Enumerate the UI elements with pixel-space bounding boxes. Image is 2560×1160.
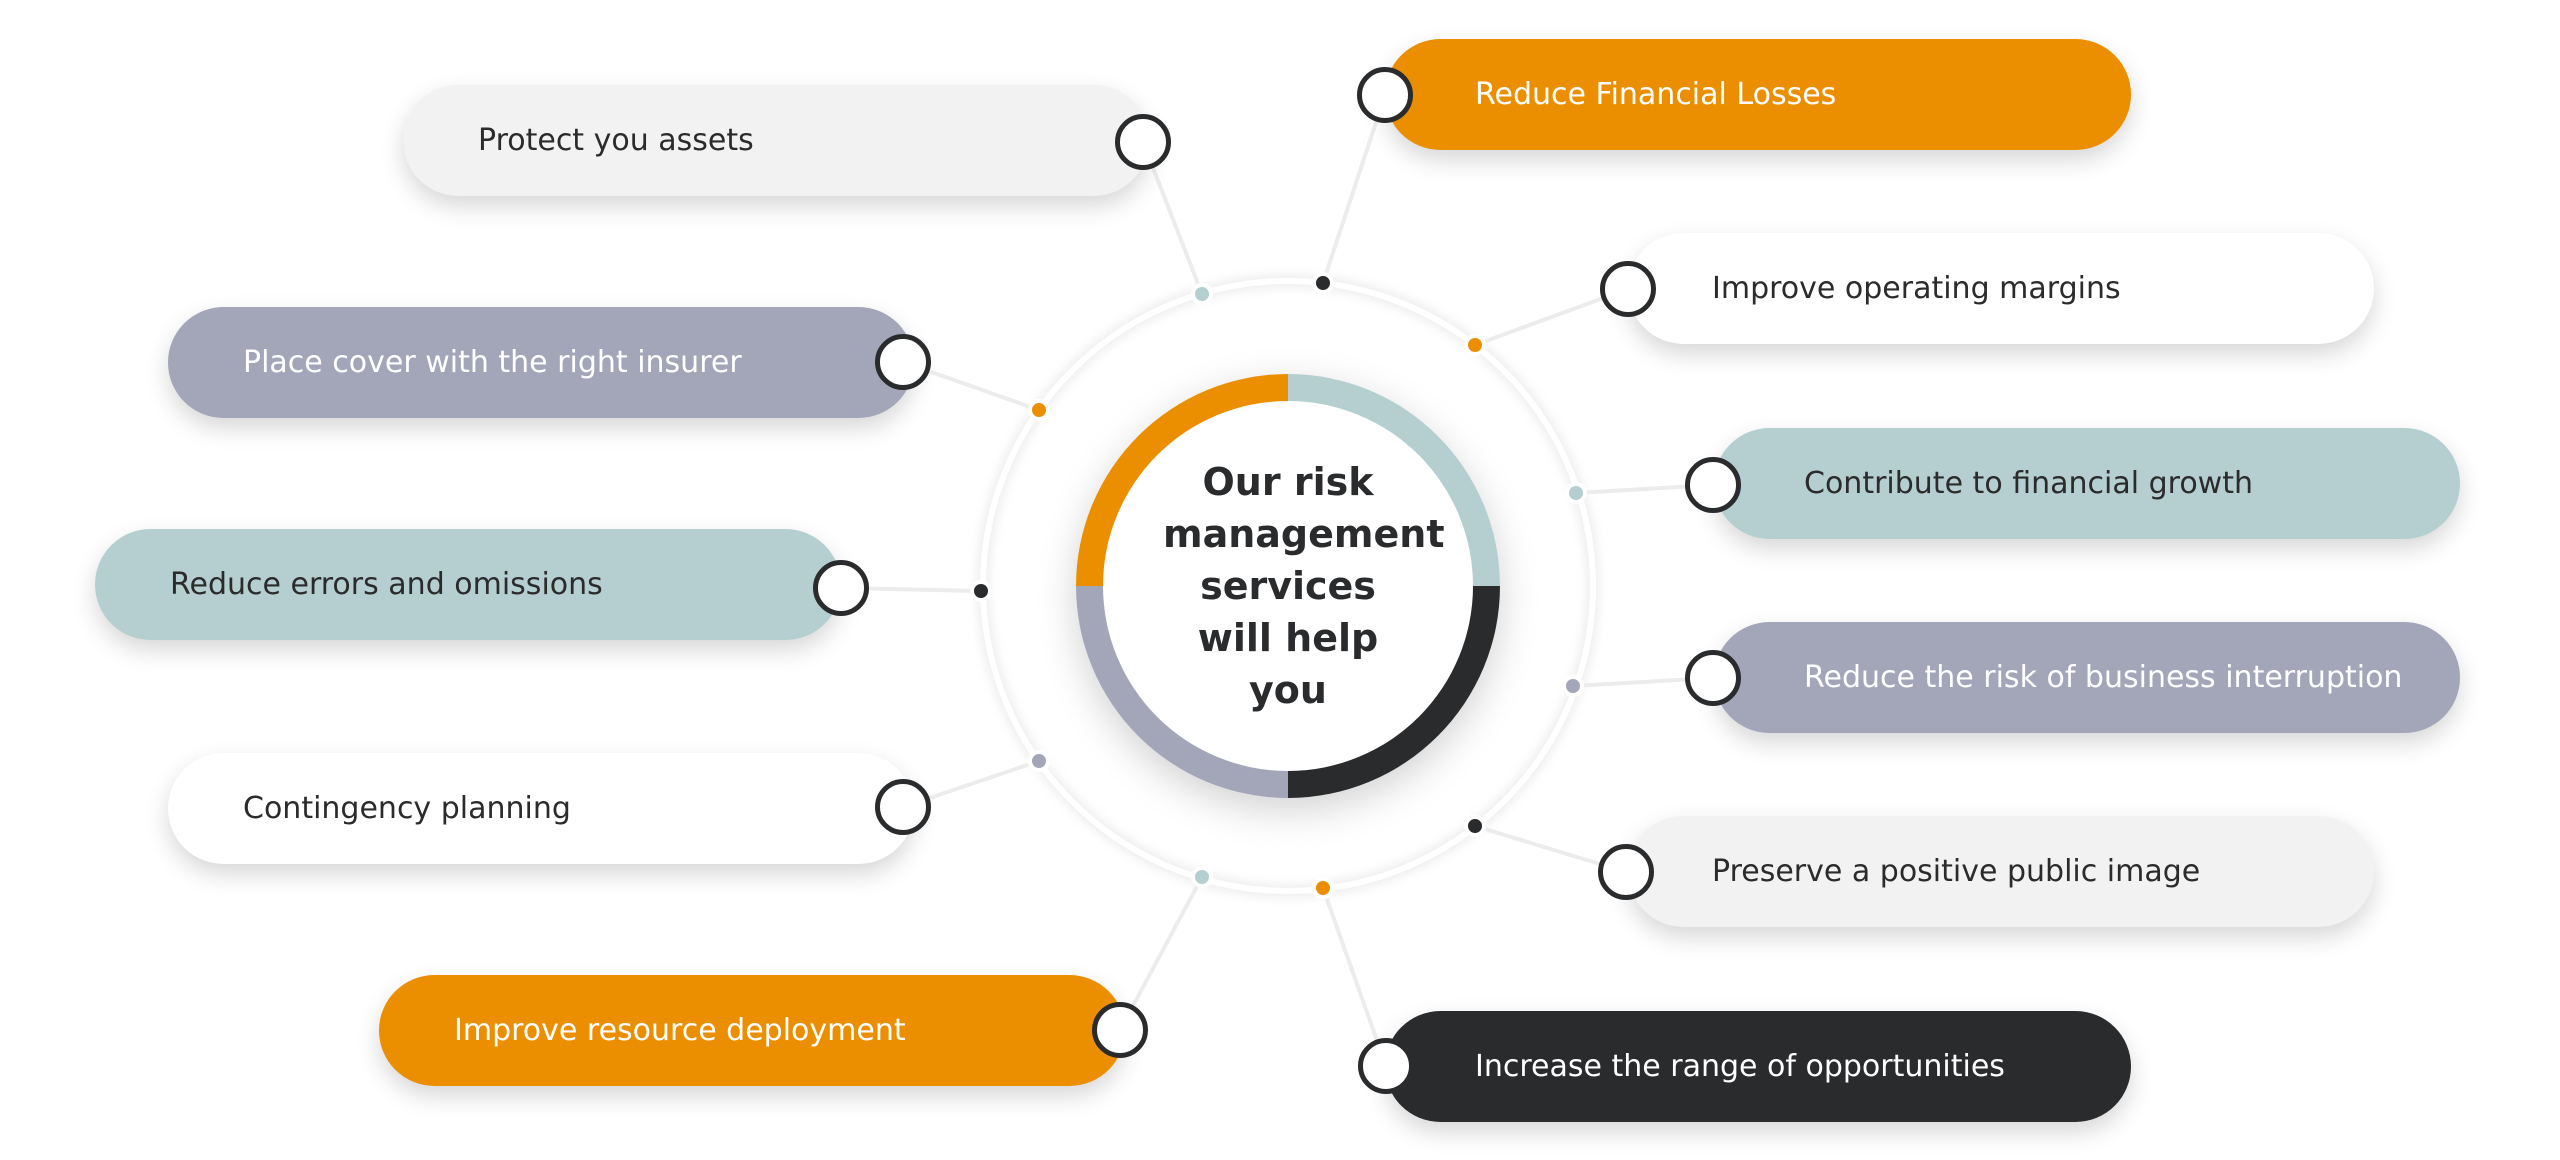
connector-line bbox=[1321, 94, 1387, 284]
pill-financial-growth: Contribute to financial growth bbox=[1714, 428, 2460, 539]
connector-knob-icon bbox=[1115, 114, 1171, 170]
pill-label: Preserve a positive public image bbox=[1712, 854, 2201, 889]
pill-reduce-errors: Reduce errors and omissions bbox=[95, 529, 841, 640]
pill-label: Reduce errors and omissions bbox=[170, 567, 603, 602]
orbit-dot bbox=[1028, 399, 1050, 421]
pill-public-image: Preserve a positive public image bbox=[1628, 816, 2374, 927]
pill-label: Reduce Financial Losses bbox=[1475, 77, 1837, 112]
pill-label: Contingency planning bbox=[243, 791, 571, 826]
pill-business-interruption: Reduce the risk of business interruption bbox=[1714, 622, 2460, 733]
connector-knob-icon bbox=[875, 779, 931, 835]
connector-knob-icon bbox=[1092, 1002, 1148, 1058]
pill-label: Contribute to financial growth bbox=[1804, 466, 2253, 501]
pill-label: Reduce the risk of business interruption bbox=[1804, 660, 2403, 695]
connector-knob-icon bbox=[813, 560, 869, 616]
orbit-dot bbox=[1028, 750, 1050, 772]
orbit-dot bbox=[1312, 272, 1334, 294]
connector-knob-icon bbox=[1685, 650, 1741, 706]
connector-knob-icon bbox=[1600, 261, 1656, 317]
orbit-dot bbox=[1312, 877, 1334, 899]
connector-knob-icon bbox=[1685, 457, 1741, 513]
pill-label: Place cover with the right insurer bbox=[243, 345, 742, 380]
orbit-dot bbox=[1464, 815, 1486, 837]
pill-protect-assets: Protect you assets bbox=[403, 85, 1149, 196]
orbit-dot bbox=[1191, 283, 1213, 305]
connector-knob-icon bbox=[1357, 67, 1413, 123]
connector-knob-icon bbox=[1358, 1038, 1414, 1094]
connector-line bbox=[1118, 876, 1204, 1031]
pill-label: Improve resource deployment bbox=[454, 1013, 906, 1048]
pill-label: Improve operating margins bbox=[1712, 271, 2121, 306]
connector-knob-icon bbox=[875, 334, 931, 390]
orbit-dot bbox=[1191, 866, 1213, 888]
orbit-dot bbox=[970, 580, 992, 602]
pill-contingency-planning: Contingency planning bbox=[168, 753, 914, 864]
center-title: Our risk management services will help y… bbox=[1163, 460, 1445, 712]
pill-resource-deployment: Improve resource deployment bbox=[379, 975, 1125, 1086]
connector-knob-icon bbox=[1598, 844, 1654, 900]
pill-reduce-financial-losses: Reduce Financial Losses bbox=[1385, 39, 2131, 150]
pill-label: Increase the range of opportunities bbox=[1475, 1049, 2005, 1084]
orbit-dot bbox=[1565, 482, 1587, 504]
pill-label: Protect you assets bbox=[478, 123, 754, 158]
pill-operating-margins: Improve operating margins bbox=[1628, 233, 2374, 344]
pill-place-cover: Place cover with the right insurer bbox=[168, 307, 914, 418]
orbit-dot bbox=[1464, 334, 1486, 356]
connector-line bbox=[1321, 887, 1388, 1067]
center-circle: Our risk management services will help y… bbox=[1103, 401, 1473, 771]
orbit-dot bbox=[1562, 675, 1584, 697]
pill-range-opportunities: Increase the range of opportunities bbox=[1385, 1011, 2131, 1122]
